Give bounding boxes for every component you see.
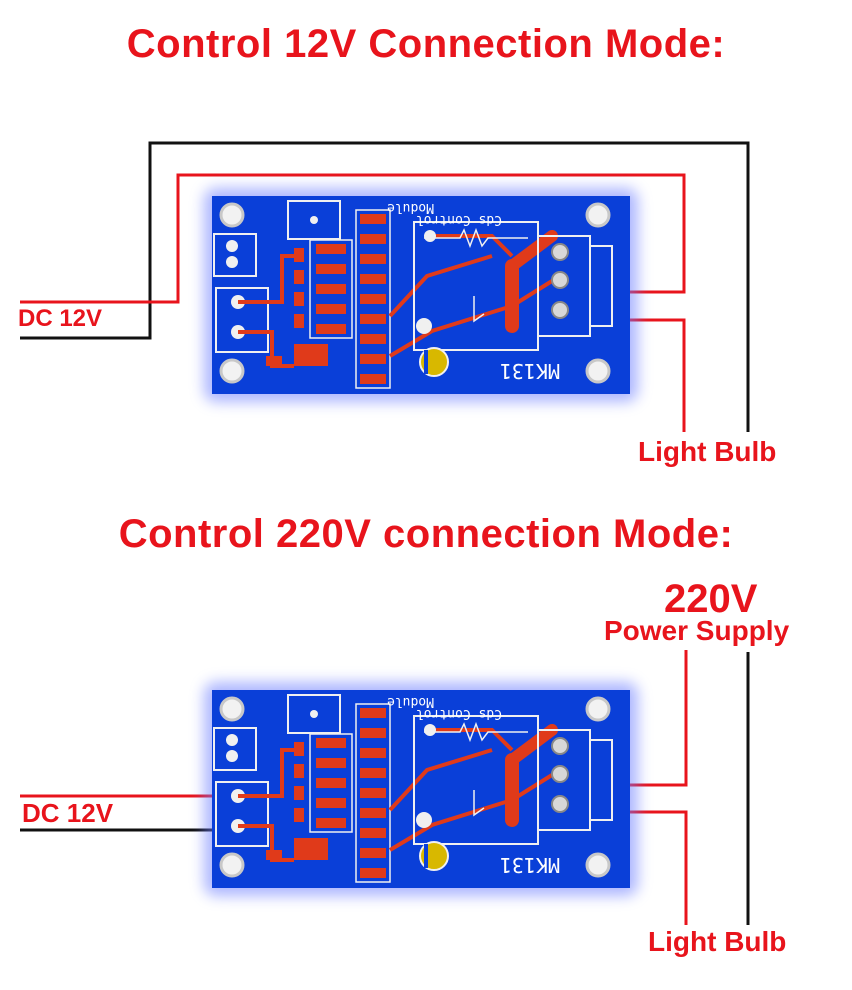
power-supply-label: Power Supply: [604, 615, 790, 646]
section-2-title: Control 220V connection Mode:: [118, 512, 734, 556]
board-silk-cds-2: Cds Control: [416, 706, 502, 721]
supply-voltage-label: 220V: [664, 577, 758, 621]
board-silk-module-1: Module: [387, 200, 434, 215]
light-bulb-label-1: Light Bulb: [638, 436, 777, 467]
section-1-title: Control 12V Connection Mode:: [126, 22, 726, 66]
dc-12v-label-1: DC 12V: [18, 305, 103, 332]
relay-board-1: Module Cds Control MK131: [204, 188, 638, 402]
light-bulb-label-2: Light Bulb: [648, 926, 787, 957]
board-silk-cds-1: Cds Control: [416, 212, 502, 227]
dc-12v-label-2: DC 12V: [22, 798, 114, 828]
board-silk-model-1: MK131: [500, 359, 560, 383]
section-1-wiring: [20, 141, 750, 432]
relay-board-2: Module Cds Control MK131: [204, 682, 638, 896]
section-2-wiring: [20, 650, 750, 925]
board-silk-model-2: MK131: [500, 853, 560, 877]
board-silk-module-2: Module: [387, 694, 434, 709]
